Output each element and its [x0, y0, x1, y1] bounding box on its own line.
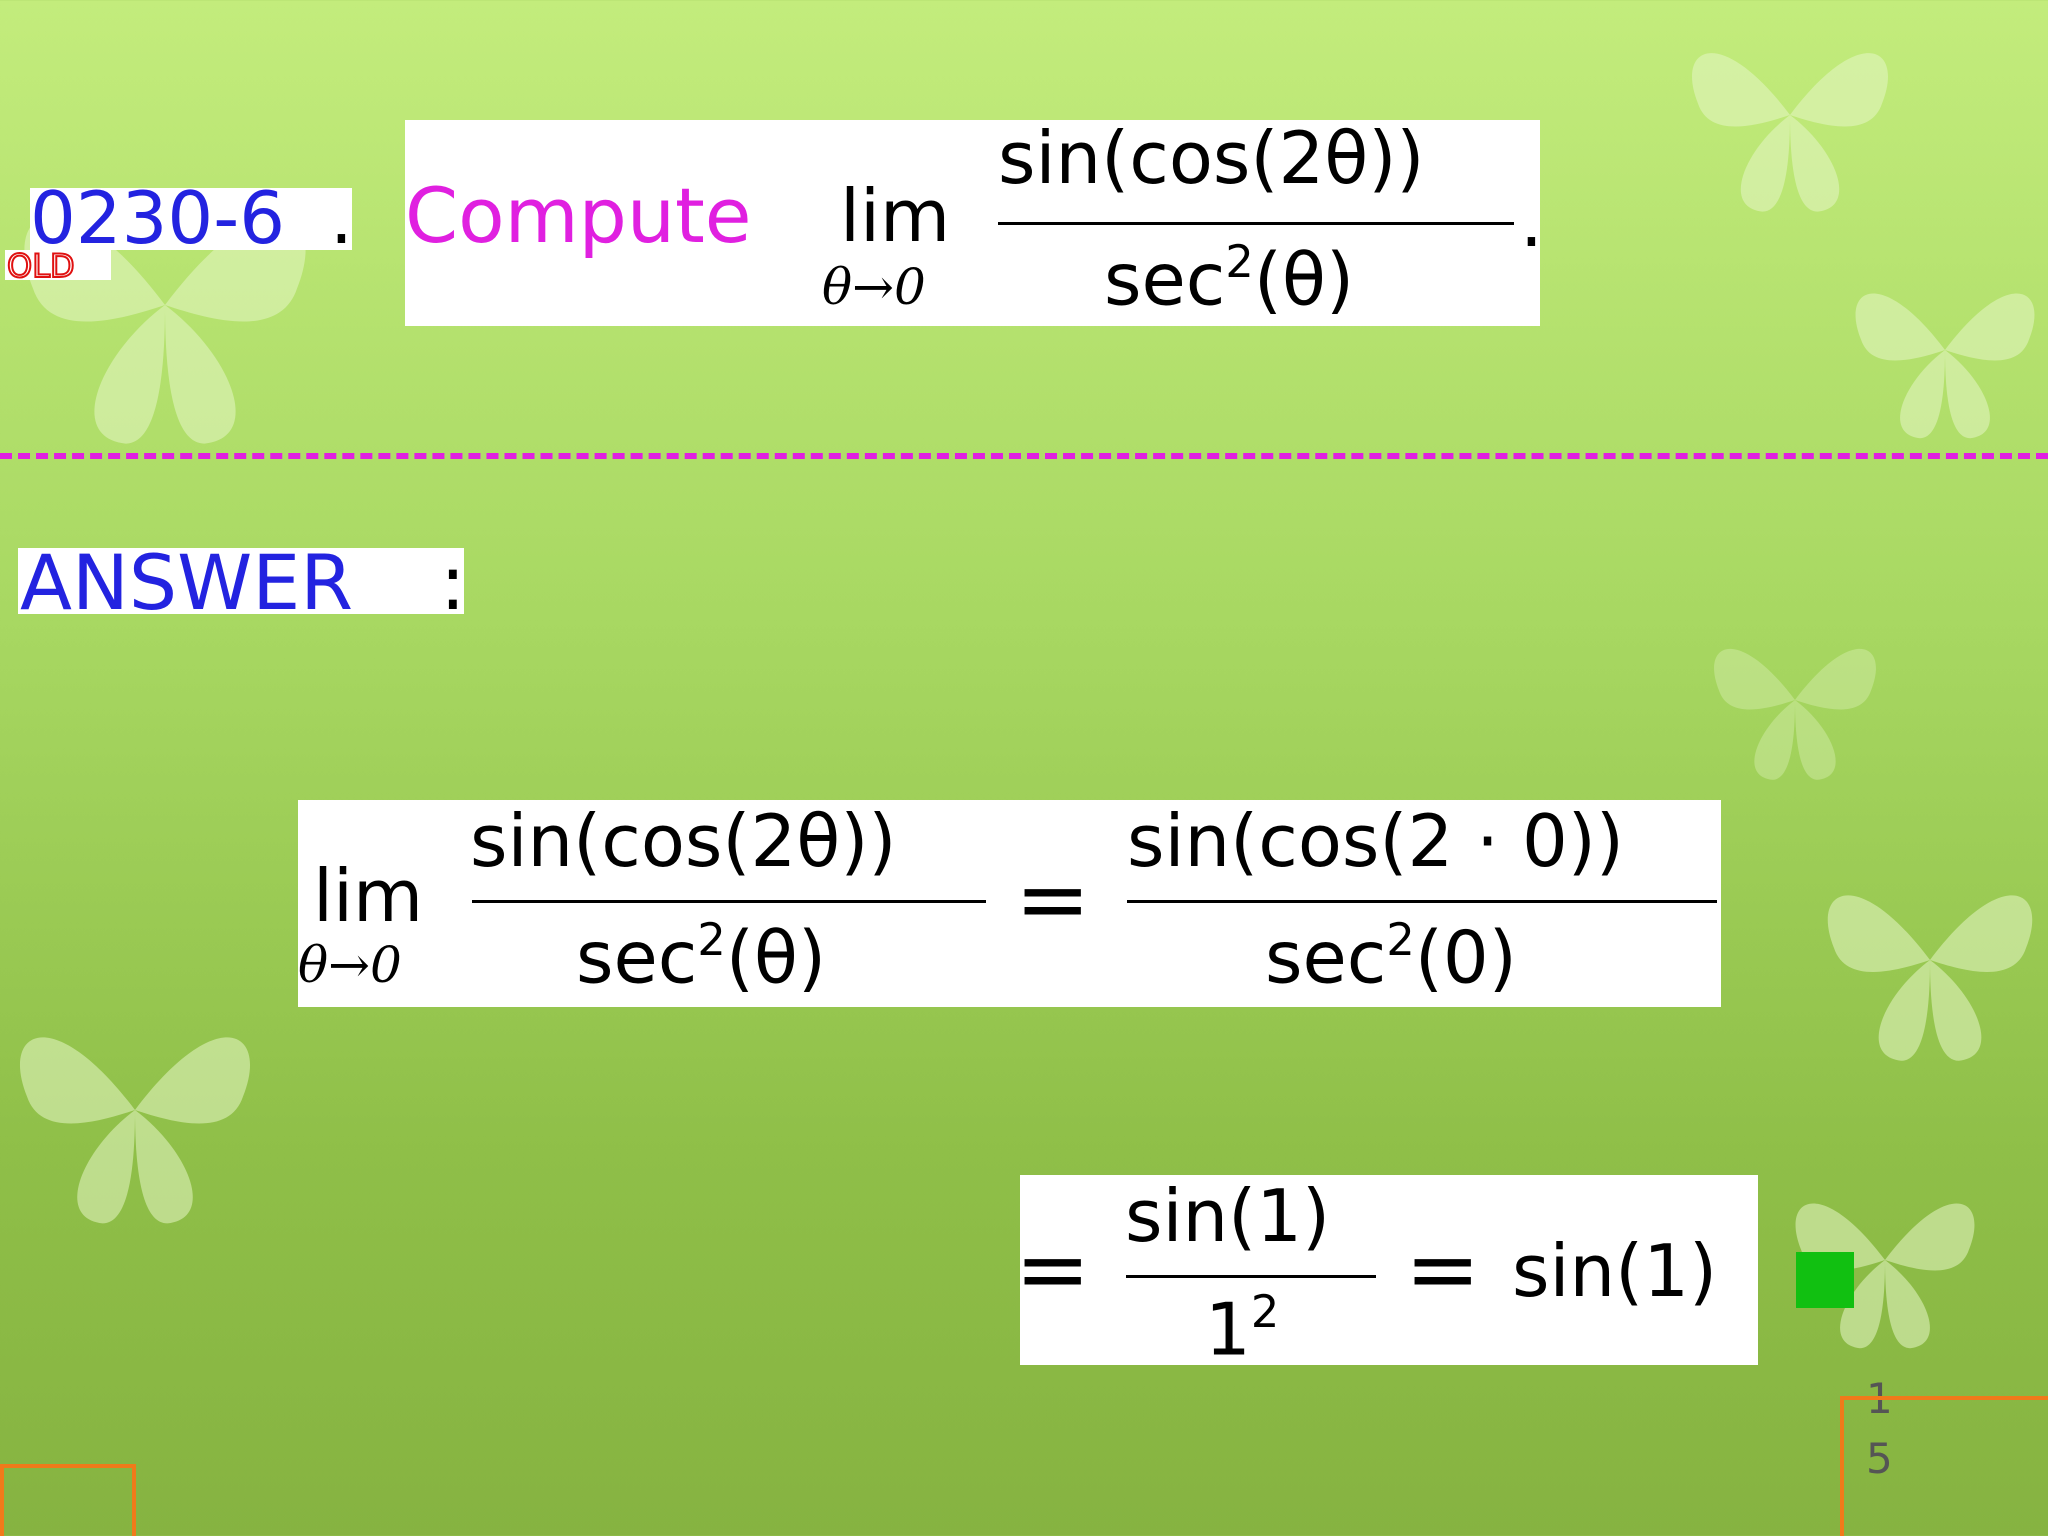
problem-fraction-bar: [998, 222, 1514, 225]
dashed-divider: [0, 453, 2048, 459]
butterfly-decoration: [1692, 53, 1888, 212]
slide-number-line2: 5: [1866, 1434, 1893, 1483]
qed-square: [1796, 1252, 1854, 1308]
old-tag-box: [5, 250, 111, 280]
butterfly-decoration: [19, 1037, 251, 1224]
answer-label-box: [18, 548, 464, 614]
problem-den-base: sec: [1104, 237, 1226, 322]
step2-equals-2: =: [1405, 1217, 1481, 1322]
step1-rhs-numerator: sin(cos(2 · 0)): [1127, 799, 1624, 883]
step1-rhs-denominator: sec2(0): [1265, 918, 1517, 994]
step1-lhs-den-arg: (θ): [725, 915, 827, 1000]
step1-lim-subscript: θ→0: [298, 936, 402, 994]
step2-equals-1: =: [1015, 1217, 1091, 1322]
butterfly-decoration: [1855, 293, 2035, 439]
step1-lhs-den-base: sec: [576, 915, 698, 1000]
step2-den-exp: 2: [1250, 1286, 1280, 1338]
corner-frame-left: [0, 1464, 136, 1536]
problem-lim: lim: [840, 174, 951, 258]
step1-rhs-den-arg: (0): [1414, 915, 1517, 1000]
problem-number-period: .: [330, 176, 353, 260]
step1-rhs-den-base: sec: [1265, 915, 1387, 1000]
step2-numerator: sin(1): [1125, 1174, 1331, 1258]
step1-lim: lim: [313, 854, 424, 938]
butterfly-decoration: [1827, 895, 2033, 1061]
problem-den-arg: (θ): [1253, 237, 1355, 322]
problem-denominator: sec2(θ): [1104, 240, 1354, 316]
problem-number: 0230-6: [30, 176, 286, 260]
step1-lhs-den-exp: 2: [697, 914, 726, 966]
step1-equals: =: [1015, 847, 1091, 952]
step2-result: sin(1): [1512, 1229, 1718, 1313]
step1-lhs-numerator: sin(cos(2θ)): [470, 799, 897, 883]
old-tag: OLD: [6, 247, 76, 285]
compute-label: Compute: [405, 171, 752, 260]
step1-rhs-den-exp: 2: [1386, 914, 1415, 966]
step1-lhs-denominator: sec2(θ): [576, 918, 826, 994]
step2-fraction-bar: [1126, 1275, 1376, 1278]
step1-rhs-fraction-bar: [1127, 900, 1717, 903]
answer-label: ANSWER: [20, 538, 354, 627]
problem-numerator: sin(cos(2θ)): [998, 116, 1425, 200]
step2-box: [1020, 1175, 1758, 1365]
step2-den-base: 1: [1205, 1287, 1251, 1372]
step1-lhs-fraction-bar: [472, 900, 986, 903]
problem-den-exp: 2: [1225, 236, 1254, 288]
answer-colon: :: [440, 538, 466, 627]
problem-number-box: [30, 188, 352, 250]
problem-lim-subscript: θ→0: [822, 258, 926, 316]
corner-frame-right: [1840, 1396, 2048, 1536]
butterfly-decoration: [1714, 648, 1876, 780]
problem-end-period: .: [1520, 179, 1543, 263]
step2-denominator: 12: [1205, 1290, 1279, 1366]
step1-box: [298, 800, 1721, 1007]
